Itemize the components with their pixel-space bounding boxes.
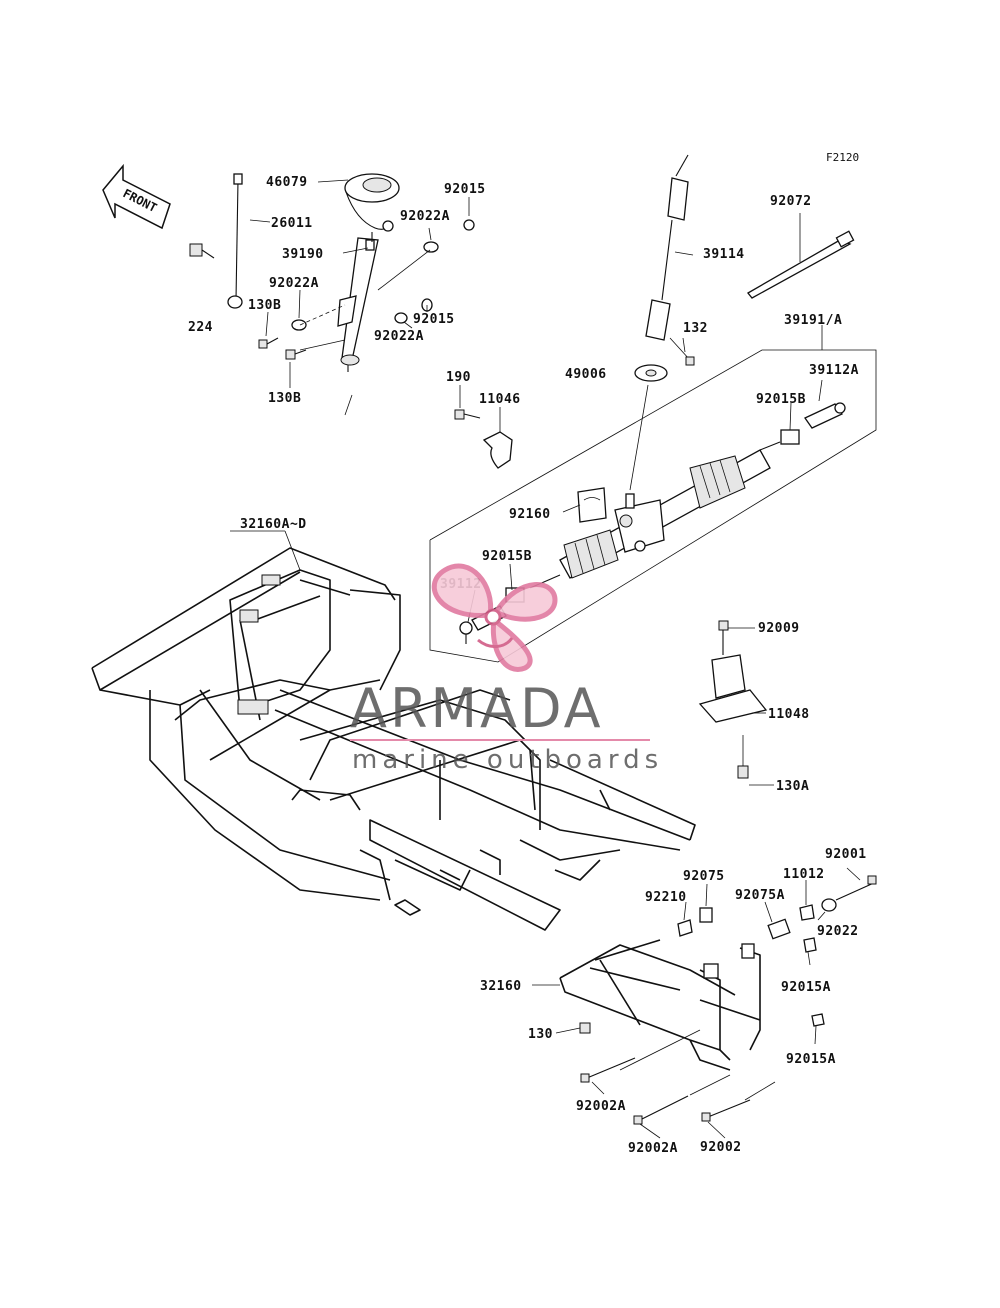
label-130A: 130A	[776, 779, 809, 794]
label-130: 130	[528, 1027, 553, 1042]
label-92160: 92160	[509, 507, 551, 522]
label-26011: 26011	[271, 216, 313, 231]
label-130B-a: 130B	[248, 298, 281, 313]
watermark-tagline: marine outboards	[352, 745, 663, 775]
label-92001: 92001	[825, 847, 867, 862]
label-92002A-b: 92002A	[628, 1141, 678, 1156]
label-11048: 11048	[768, 707, 810, 722]
label-92075: 92075	[683, 869, 725, 884]
label-92015A-a: 92015A	[781, 980, 831, 995]
label-92022A-top: 92022A	[400, 209, 450, 224]
watermark: ARMADA marine outboards	[350, 563, 663, 775]
label-132: 132	[683, 321, 708, 336]
label-130B-b: 130B	[268, 391, 301, 406]
label-224: 224	[188, 320, 213, 335]
label-92022A-left: 92022A	[269, 276, 319, 291]
label-39190: 39190	[282, 247, 324, 262]
label-92075A: 92075A	[735, 888, 785, 903]
label-92015-mid: 92015	[413, 312, 455, 327]
bracket-11046	[454, 385, 513, 469]
label-39112A: 39112A	[809, 363, 859, 378]
label-92210: 92210	[645, 890, 687, 905]
main-frame	[91, 530, 696, 931]
label-92015-top: 92015	[444, 182, 486, 197]
label-92015B-left: 92015B	[482, 549, 532, 564]
label-32160A-D: 32160A~D	[240, 517, 307, 532]
label-92022A-mid: 92022A	[374, 329, 424, 344]
front-bumper	[532, 867, 877, 1139]
label-32160: 32160	[480, 979, 522, 994]
label-92002: 92002	[700, 1140, 742, 1155]
steering-rack-group	[429, 325, 877, 663]
bracket-11048	[698, 620, 774, 786]
label-92015A-b: 92015A	[786, 1052, 836, 1067]
label-92002A-a: 92002A	[576, 1099, 626, 1114]
label-39114: 39114	[703, 247, 745, 262]
label-92015B-right: 92015B	[756, 392, 806, 407]
label-92022: 92022	[817, 924, 859, 939]
label-92009: 92009	[758, 621, 800, 636]
front-arrow-icon: FRONT	[102, 163, 171, 230]
leader-lines-left	[249, 179, 470, 388]
propeller-logo-icon	[431, 563, 558, 672]
watermark-brand: ARMADA	[350, 677, 604, 740]
part-labels: 46079 26011 39190 92015 92022A 92022A 92…	[188, 175, 867, 1156]
label-39191A: 39191/A	[784, 313, 842, 328]
label-49006: 49006	[565, 367, 607, 382]
label-11012: 11012	[783, 867, 825, 882]
label-11046: 11046	[479, 392, 521, 407]
figure-id: F2120	[826, 151, 859, 164]
steering-column-group	[189, 173, 475, 416]
label-92072: 92072	[770, 194, 812, 209]
label-46079: 46079	[266, 175, 308, 190]
intermediate-shaft	[645, 154, 695, 366]
label-190: 190	[446, 370, 471, 385]
cable-tie	[747, 213, 855, 299]
